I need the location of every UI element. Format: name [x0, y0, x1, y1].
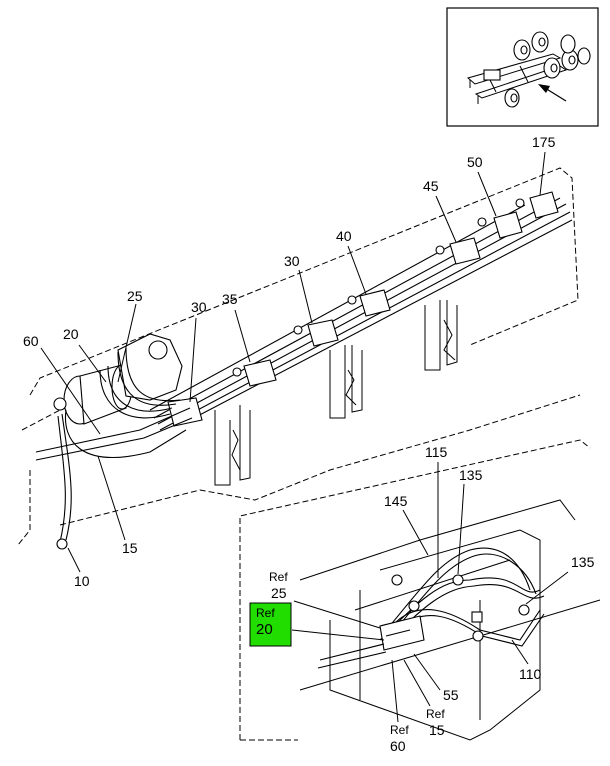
callout-10: 10 — [74, 573, 90, 589]
callouts-main: 175 50 45 40 30 35 30 25 20 60 15 10 — [23, 134, 556, 589]
ref-25-number: 25 — [271, 585, 287, 601]
callout-50: 50 — [467, 154, 483, 170]
ref-60-label: Ref — [390, 723, 409, 737]
air-hoses — [35, 347, 193, 550]
frame-rail-main-view — [17, 151, 581, 573]
brake-chamber — [53, 333, 183, 425]
callout-30-lower: 30 — [191, 299, 207, 315]
callout-20: 20 — [63, 326, 79, 342]
ref-60-number: 60 — [390, 738, 406, 754]
callout-135-upper: 135 — [459, 467, 483, 483]
ref-20-number: 20 — [256, 621, 273, 638]
ref-15-label: Ref — [426, 707, 445, 721]
callout-25: 25 — [127, 288, 143, 304]
ref-20-label: Ref — [256, 606, 275, 620]
detail-view — [239, 439, 601, 741]
callout-40: 40 — [336, 228, 352, 244]
callout-145: 145 — [384, 493, 408, 509]
callout-30-upper: 30 — [284, 253, 300, 269]
locator-inset — [446, 7, 599, 127]
callout-115: 115 — [425, 444, 448, 460]
frame-brackets — [214, 300, 458, 486]
callout-55: 55 — [443, 687, 459, 703]
harness-clamps — [167, 191, 559, 427]
leader-lines-main — [40, 151, 546, 573]
callouts-detail: 115 135 145 135 110 55 — [384, 444, 595, 703]
callout-135-right: 135 — [571, 554, 595, 570]
location-arrow-icon — [538, 84, 567, 102]
callout-60: 60 — [23, 333, 39, 349]
truck-chassis-icon — [466, 31, 591, 108]
leader-lines-detail — [291, 462, 569, 723]
callout-110: 110 — [519, 666, 542, 682]
highlight-ref-box — [249, 602, 292, 647]
callout-175: 175 — [532, 134, 556, 150]
callout-15: 15 — [122, 540, 138, 556]
ref-25-label: Ref — [269, 570, 288, 584]
callout-45: 45 — [423, 178, 439, 194]
ref-labels: Ref 25 Ref 20 Ref 15 Ref 60 — [256, 570, 445, 754]
ref-15-number: 15 — [429, 722, 445, 738]
callout-35: 35 — [222, 291, 238, 307]
